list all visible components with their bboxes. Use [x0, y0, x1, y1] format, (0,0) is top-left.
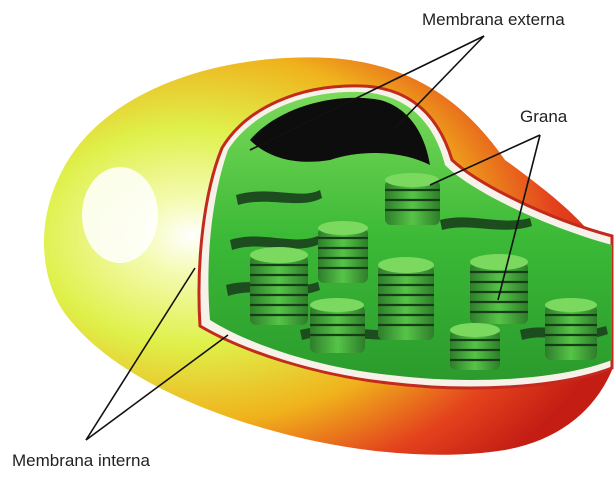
inner-membrane-label: Membrana interna [12, 451, 150, 471]
grana-label: Grana [520, 107, 567, 127]
outer-membrane-label: Membrana externa [422, 10, 565, 30]
